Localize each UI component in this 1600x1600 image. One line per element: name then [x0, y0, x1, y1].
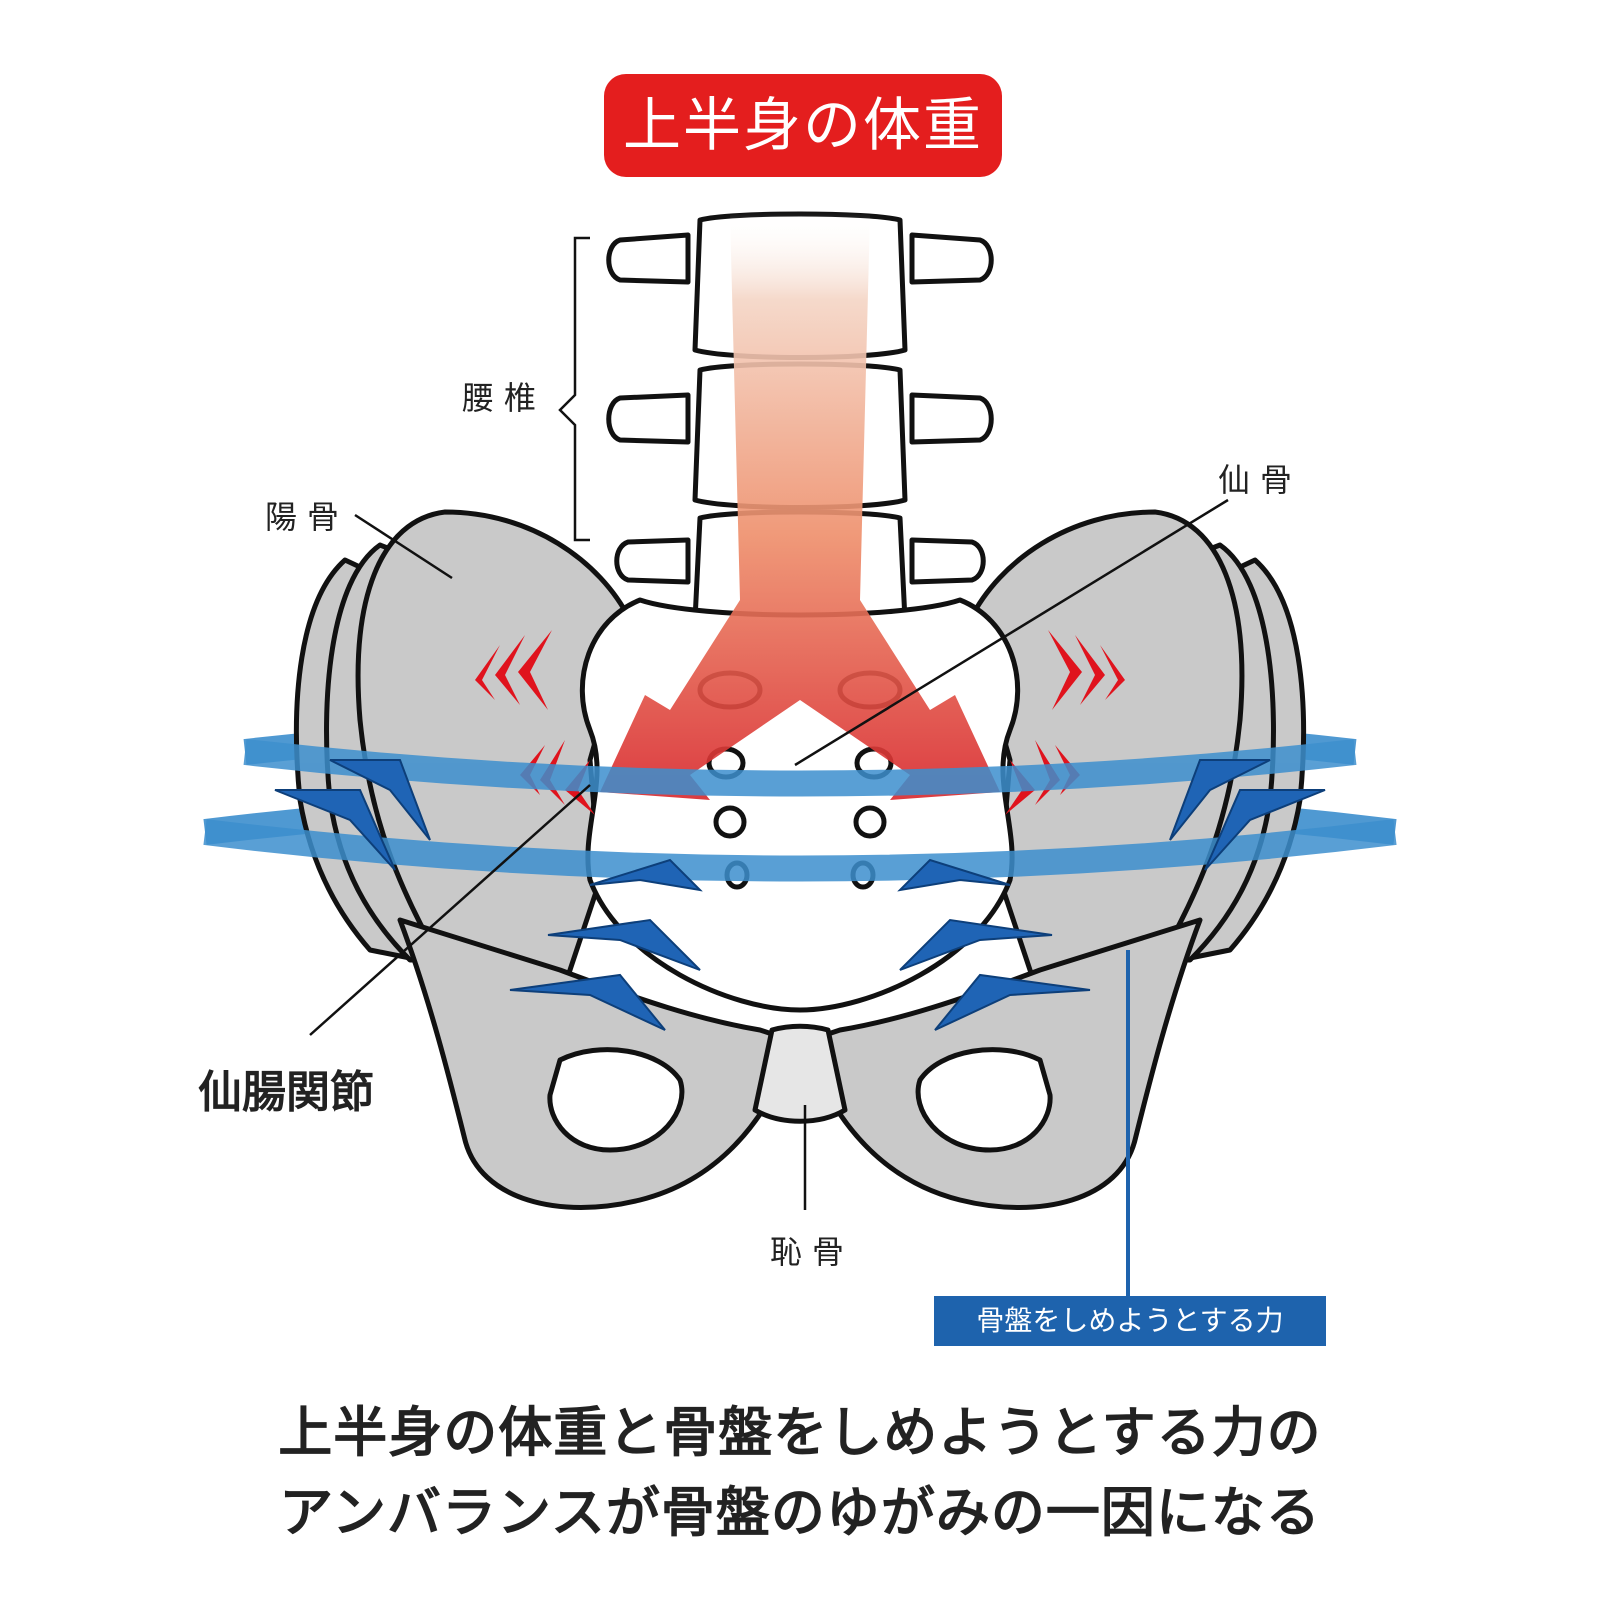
caption-line-1: 上半身の体重と骨盤をしめようとする力の — [278, 1401, 1322, 1464]
upper-body-weight-title: 上半身の体重 — [604, 74, 1002, 177]
force-wedges — [274, 759, 1326, 1031]
pelvic-force-label: 骨盤をしめようとする力 — [934, 1296, 1326, 1346]
leader-lines — [309, 236, 1229, 1210]
lumbar-label: 腰椎 — [462, 379, 547, 417]
sacrum-label: 仙骨 — [1218, 461, 1303, 499]
ilium-label: 陽骨 — [265, 498, 350, 536]
caption-line-2: アンバランスが骨盤のゆがみの一因になる — [279, 1481, 1321, 1544]
lower-pelvis — [397, 917, 1203, 1210]
pubis-label: 恥骨 — [770, 1233, 855, 1271]
sacroiliac-joint-label: 仙腸関節 — [198, 1067, 374, 1118]
weight-arrow — [600, 211, 1000, 800]
